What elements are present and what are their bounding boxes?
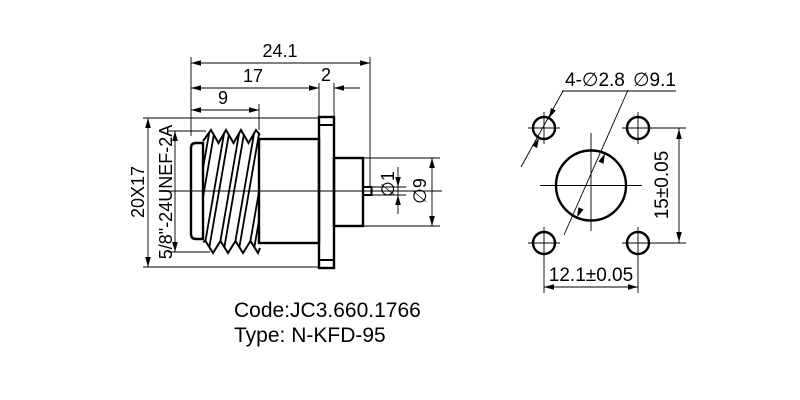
front-view: 4-∅2.8 ∅9.1 15±0.05 12.1±0.05 xyxy=(520,70,686,293)
dim-holes-callout: 4-∅2.8 xyxy=(565,70,625,91)
thread-hatching xyxy=(203,130,260,253)
thread-crest-bottom xyxy=(202,239,261,256)
side-dimension-lines xyxy=(147,62,433,267)
hole-crosshairs xyxy=(528,112,654,259)
dim-overall-length: 24.1 xyxy=(262,41,297,61)
mounting-holes xyxy=(528,112,654,259)
dim-flange-callout: 20X17 xyxy=(128,166,148,218)
side-extension-lines xyxy=(143,57,440,268)
part-type: Type: N-KFD-95 xyxy=(234,324,386,347)
front-arrowheads xyxy=(544,129,682,290)
side-view: 24.1 17 2 9 20X17 5/8"-24UNEF-2A ∅1 ∅9 xyxy=(128,41,442,270)
dim-boss-diameter: ∅9.1 xyxy=(633,70,676,91)
front-extension-lines xyxy=(543,127,686,293)
dim-flange-thickness: 2 xyxy=(321,65,331,85)
thread-crest-top xyxy=(202,127,261,146)
center-crosshair xyxy=(540,133,642,231)
dim-insulator-diameter: ∅9 xyxy=(410,178,430,204)
part-code: Code:JC3.660.1766 xyxy=(234,299,421,322)
dim-hole-pitch-vertical: 15±0.05 xyxy=(652,151,673,220)
flange-outline xyxy=(317,115,336,270)
front-leader-arrowheads xyxy=(532,108,605,218)
dim-hole-pitch-horizontal: 12.1±0.05 xyxy=(549,265,633,286)
connector-rear-body xyxy=(189,141,205,241)
side-arrowheads xyxy=(145,60,435,267)
insulator-cylinder xyxy=(332,156,365,228)
dim-thread-spec: 5/8"-24UNEF-2A xyxy=(156,125,176,259)
center-pin xyxy=(362,186,373,196)
dim-pin-diameter: ∅1 xyxy=(378,171,398,197)
flange-section xyxy=(317,115,336,270)
title-block: Code:JC3.660.1766 Type: N-KFD-95 xyxy=(234,299,421,347)
dim-body-length: 17 xyxy=(243,66,263,86)
dim-thread-length: 9 xyxy=(218,88,228,108)
front-leaders xyxy=(520,89,676,236)
